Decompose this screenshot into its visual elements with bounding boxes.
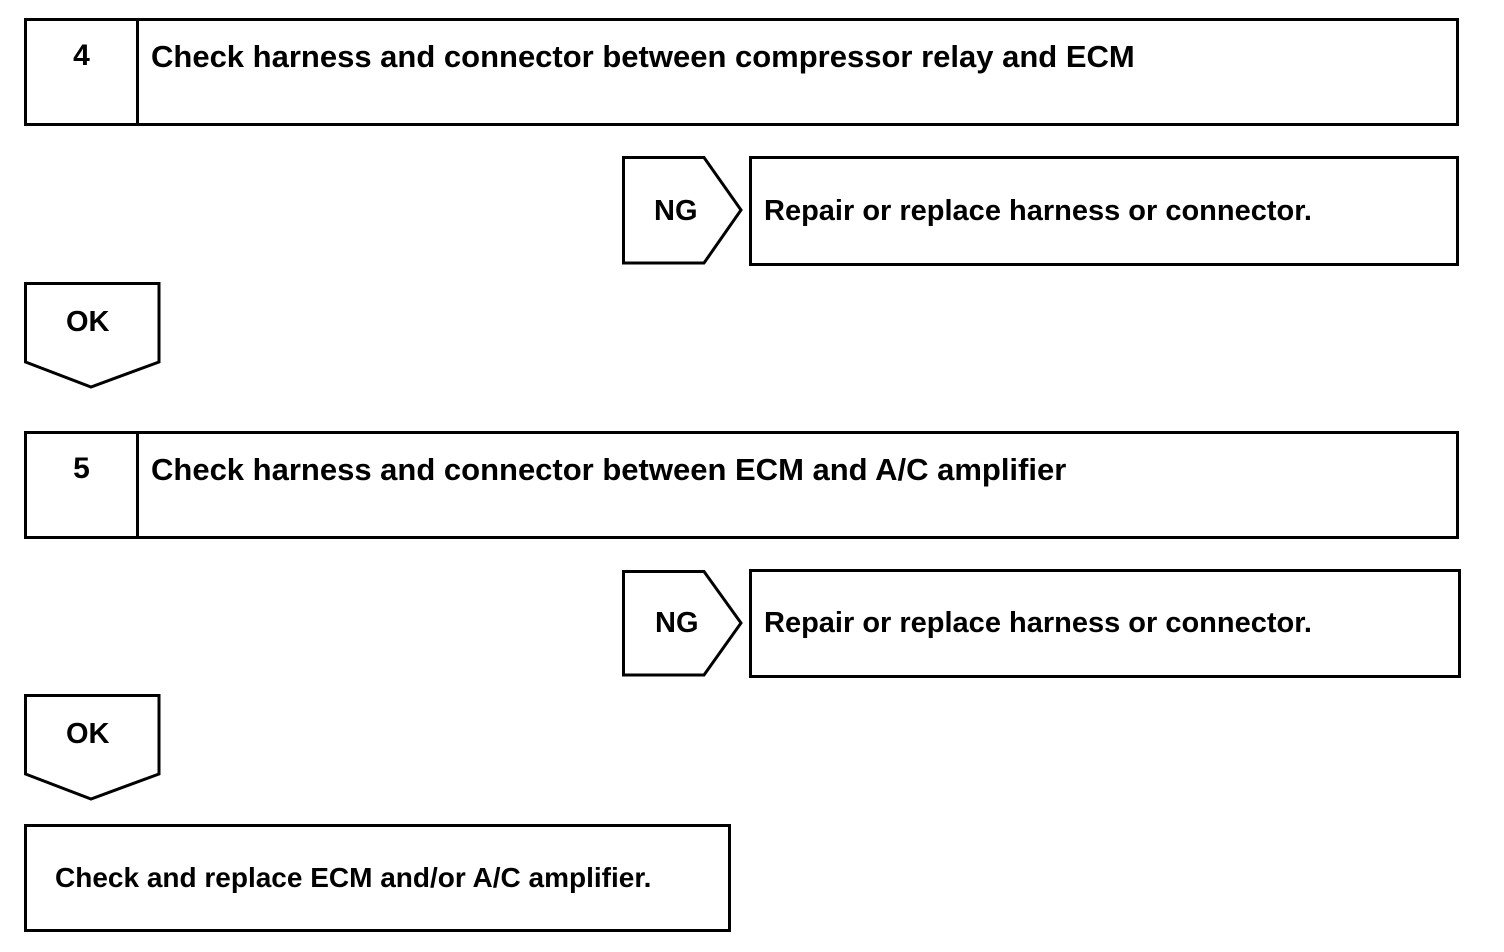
step-title: Check harness and connector between ECM … bbox=[151, 452, 1067, 487]
ng-action-box: Repair or replace harness or connector. bbox=[749, 156, 1459, 266]
step-number: 4 bbox=[27, 21, 139, 123]
ng-arrow-shape bbox=[622, 156, 743, 265]
ng-label: NG bbox=[655, 607, 699, 639]
step-number: 5 bbox=[27, 434, 139, 536]
ng-label: NG bbox=[654, 195, 698, 227]
ng-action-text: Repair or replace harness or connector. bbox=[764, 607, 1312, 639]
ng-action-text: Repair or replace harness or connector. bbox=[764, 194, 1312, 227]
ok-label: OK bbox=[66, 306, 110, 338]
final-action-box: Check and replace ECM and/or A/C amplifi… bbox=[24, 824, 731, 932]
ng-action-box: Repair or replace harness or connector. bbox=[749, 569, 1461, 678]
step-5-box: 5 Check harness and connector between EC… bbox=[24, 431, 1459, 539]
step-4-box: 4 Check harness and connector between co… bbox=[24, 18, 1459, 126]
ok-arrow-shape bbox=[24, 282, 161, 389]
final-action-text: Check and replace ECM and/or A/C amplifi… bbox=[55, 862, 652, 893]
ok-label: OK bbox=[66, 718, 110, 750]
ok-arrow-shape bbox=[24, 694, 161, 801]
ng-arrow-shape bbox=[622, 570, 743, 677]
step-title: Check harness and connector between comp… bbox=[151, 39, 1135, 74]
